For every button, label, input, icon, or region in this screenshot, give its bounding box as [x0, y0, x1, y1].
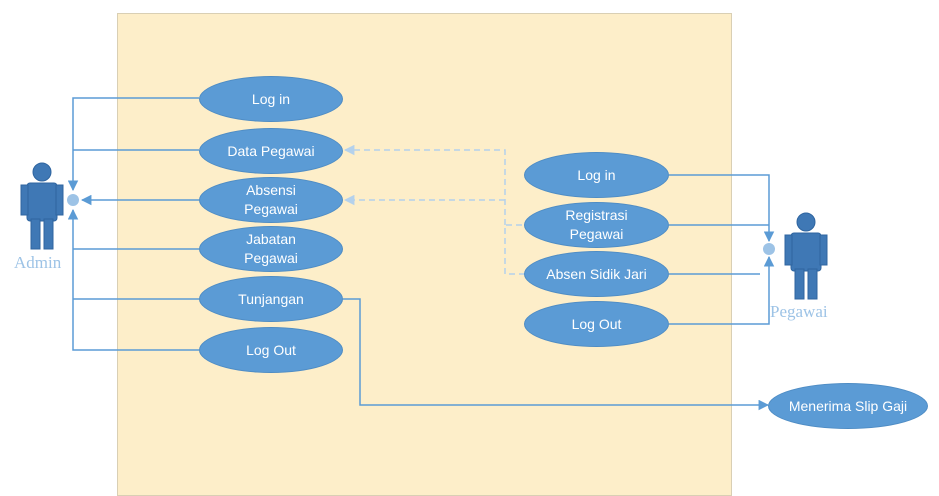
- registrasi-data-pegawai-dashed: [343, 144, 506, 225]
- usecase-menerima-slip-gaji: Menerima Slip Gaji: [768, 383, 928, 429]
- usecase-label: Tunjangan: [238, 290, 304, 307]
- admin-logout-line: [67, 208, 199, 351]
- usecase-absen-sidik-jari: Absen Sidik Jari: [524, 251, 669, 297]
- usecase-jabatan-pegawai: Jabatan Pegawai: [199, 226, 343, 272]
- pegawai-associations: [669, 174, 775, 325]
- usecase-label: Absensi Pegawai: [244, 182, 298, 217]
- usecase-label: Log Out: [571, 315, 622, 332]
- tunjangan-slip-gaji-line: [343, 298, 770, 411]
- admin-actor-icon: [20, 162, 64, 250]
- pegawai-login-line: [669, 174, 775, 243]
- dependency-lines: [343, 144, 525, 275]
- usecase-absensi-pegawai: Absensi Pegawai: [199, 177, 343, 223]
- usecase-pegawai-logout: Log Out: [524, 301, 669, 347]
- usecase-data-pegawai: Data Pegawai: [199, 128, 343, 174]
- pegawai-actor-icon: [784, 212, 828, 300]
- admin-connector-dot: [67, 194, 79, 206]
- usecase-registrasi-pegawai: Registrasi Pegawai: [524, 202, 669, 248]
- pegawai-actor-label: Pegawai: [770, 302, 828, 321]
- usecase-admin-login: Log in: [199, 76, 343, 122]
- usecase-tunjangan: Tunjangan: [199, 276, 343, 322]
- admin-actor-label: Admin: [14, 253, 62, 272]
- usecase-label: Menerima Slip Gaji: [788, 397, 908, 414]
- usecase-label: Absen Sidik Jari: [546, 265, 647, 282]
- usecase-label: Data Pegawai: [227, 142, 315, 159]
- pegawai-logout-line: [669, 255, 775, 325]
- admin-login-line: [67, 97, 199, 192]
- absen-sidik-dashed: [504, 224, 525, 275]
- admin-associations: [67, 97, 770, 411]
- usecase-label: Log in: [577, 166, 616, 183]
- usecase-label: Jabatan Pegawai: [244, 231, 298, 266]
- usecase-label: Log Out: [246, 341, 296, 358]
- usecase-admin-logout: Log Out: [199, 327, 343, 373]
- usecase-pegawai-login: Log in: [524, 152, 669, 198]
- usecase-label: Log in: [251, 90, 291, 107]
- usecase-label: Registrasi Pegawai: [565, 207, 628, 242]
- pegawai-connector-dot: [763, 243, 775, 255]
